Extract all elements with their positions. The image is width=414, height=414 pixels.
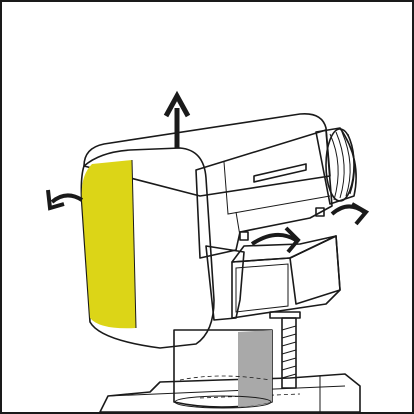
housing-top — [83, 112, 331, 197]
rotate-center-arrow-icon — [250, 226, 301, 254]
housing-side — [195, 129, 333, 259]
housing-front — [80, 147, 215, 349]
bracket-front — [231, 235, 341, 319]
rotate-left-arrow-icon — [46, 189, 84, 211]
threaded-rod — [269, 311, 301, 389]
blower-cylinder — [315, 127, 357, 205]
support-column — [173, 329, 273, 409]
rotate-right-arrow-icon — [330, 202, 370, 226]
yellow-housing — [80, 112, 333, 349]
up-arrow-icon — [163, 90, 191, 148]
gray-bracket-box — [231, 235, 341, 319]
